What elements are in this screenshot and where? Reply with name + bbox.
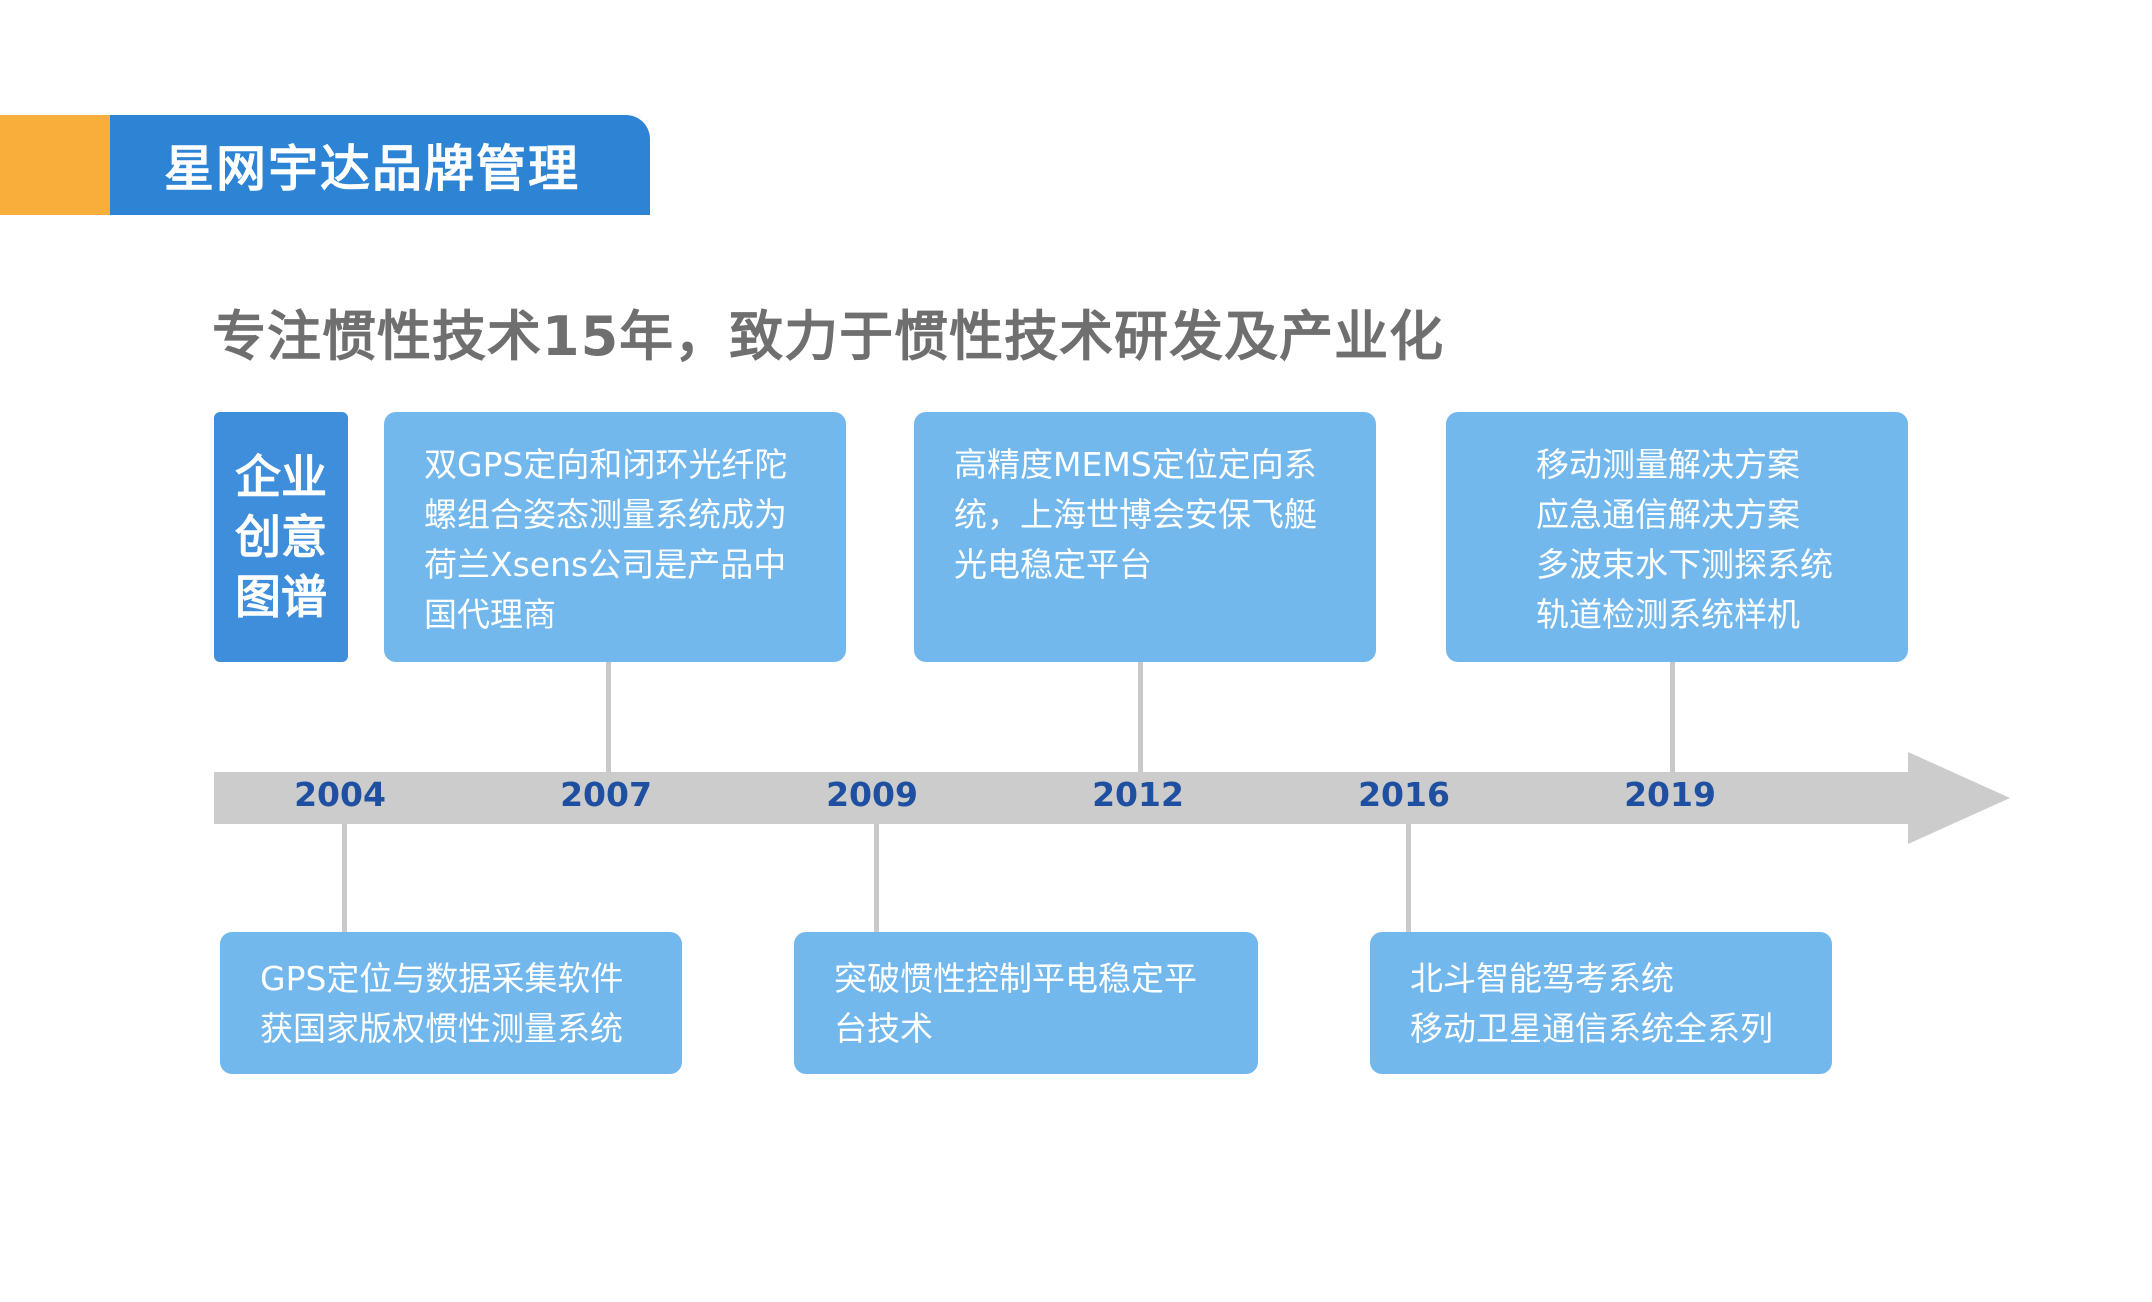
brand-map-box: 企业 创意 图谱 xyxy=(214,412,348,662)
event-card-line: 应急通信解决方案 xyxy=(1536,495,1800,534)
header-accent-block xyxy=(0,115,110,215)
event-card-line: 移动卫星通信系统全系列 xyxy=(1410,1009,1773,1048)
connector-2016 xyxy=(1406,824,1411,932)
event-card-line: 统，上海世博会安保飞艇 xyxy=(954,495,1317,534)
event-card-2004: GPS定位与数据采集软件 获国家版权惯性测量系统 xyxy=(220,932,682,1074)
event-card-2019: 移动测量解决方案 应急通信解决方案 多波束水下测探系统 轨道检测系统样机 xyxy=(1446,412,1908,662)
page-subtitle: 专注惯性技术15年，致力于惯性技术研发及产业化 xyxy=(212,305,1445,368)
event-card-2012: 高精度MEMS定位定向系 统，上海世博会安保飞艇 光电稳定平台 xyxy=(914,412,1376,662)
connector-2004 xyxy=(342,824,347,932)
event-card-line: 光电稳定平台 xyxy=(954,545,1152,584)
event-card-line: 移动测量解决方案 xyxy=(1536,445,1800,484)
event-card-line: 北斗智能驾考系统 xyxy=(1410,959,1674,998)
event-card-2016: 北斗智能驾考系统 移动卫星通信系统全系列 xyxy=(1370,932,1832,1074)
brand-box-line-1: 企业 xyxy=(235,450,327,504)
event-card-line: 突破惯性控制平电稳定平 xyxy=(834,959,1197,998)
year-label-2012: 2012 xyxy=(1092,775,1184,814)
year-label-2004: 2004 xyxy=(294,775,386,814)
connector-2019 xyxy=(1670,662,1675,772)
event-card-line: 轨道检测系统样机 xyxy=(1536,595,1800,634)
header-bar: 星网宇达品牌管理 xyxy=(110,115,650,215)
year-label-2009: 2009 xyxy=(826,775,918,814)
timeline-bar xyxy=(214,772,1914,824)
connector-2012 xyxy=(1138,662,1143,772)
event-card-line: GPS定位与数据采集软件 xyxy=(260,959,624,998)
event-card-line: 获国家版权惯性测量系统 xyxy=(260,1009,623,1048)
connector-2009 xyxy=(874,824,879,932)
event-card-line: 双GPS定向和闭环光纤陀 xyxy=(424,445,788,484)
timeline-arrowhead xyxy=(1908,752,2010,844)
event-card-2009: 突破惯性控制平电稳定平 台技术 xyxy=(794,932,1258,1074)
event-card-line: 荷兰Xsens公司是产品中 xyxy=(424,545,787,584)
event-card-line: 多波束水下测探系统 xyxy=(1536,545,1833,584)
event-card-line: 高精度MEMS定位定向系 xyxy=(954,445,1317,484)
year-label-2007: 2007 xyxy=(560,775,652,814)
brand-box-line-3: 图谱 xyxy=(235,570,327,624)
year-label-2016: 2016 xyxy=(1358,775,1450,814)
event-card-line: 国代理商 xyxy=(424,595,556,634)
event-card-line: 螺组合姿态测量系统成为 xyxy=(424,495,787,534)
year-label-2019: 2019 xyxy=(1624,775,1716,814)
header-title: 星网宇达品牌管理 xyxy=(164,140,580,198)
event-card-line: 台技术 xyxy=(834,1009,933,1048)
event-card-2007: 双GPS定向和闭环光纤陀 螺组合姿态测量系统成为 荷兰Xsens公司是产品中 国… xyxy=(384,412,846,662)
brand-box-line-2: 创意 xyxy=(235,510,327,564)
connector-2007 xyxy=(606,662,611,772)
